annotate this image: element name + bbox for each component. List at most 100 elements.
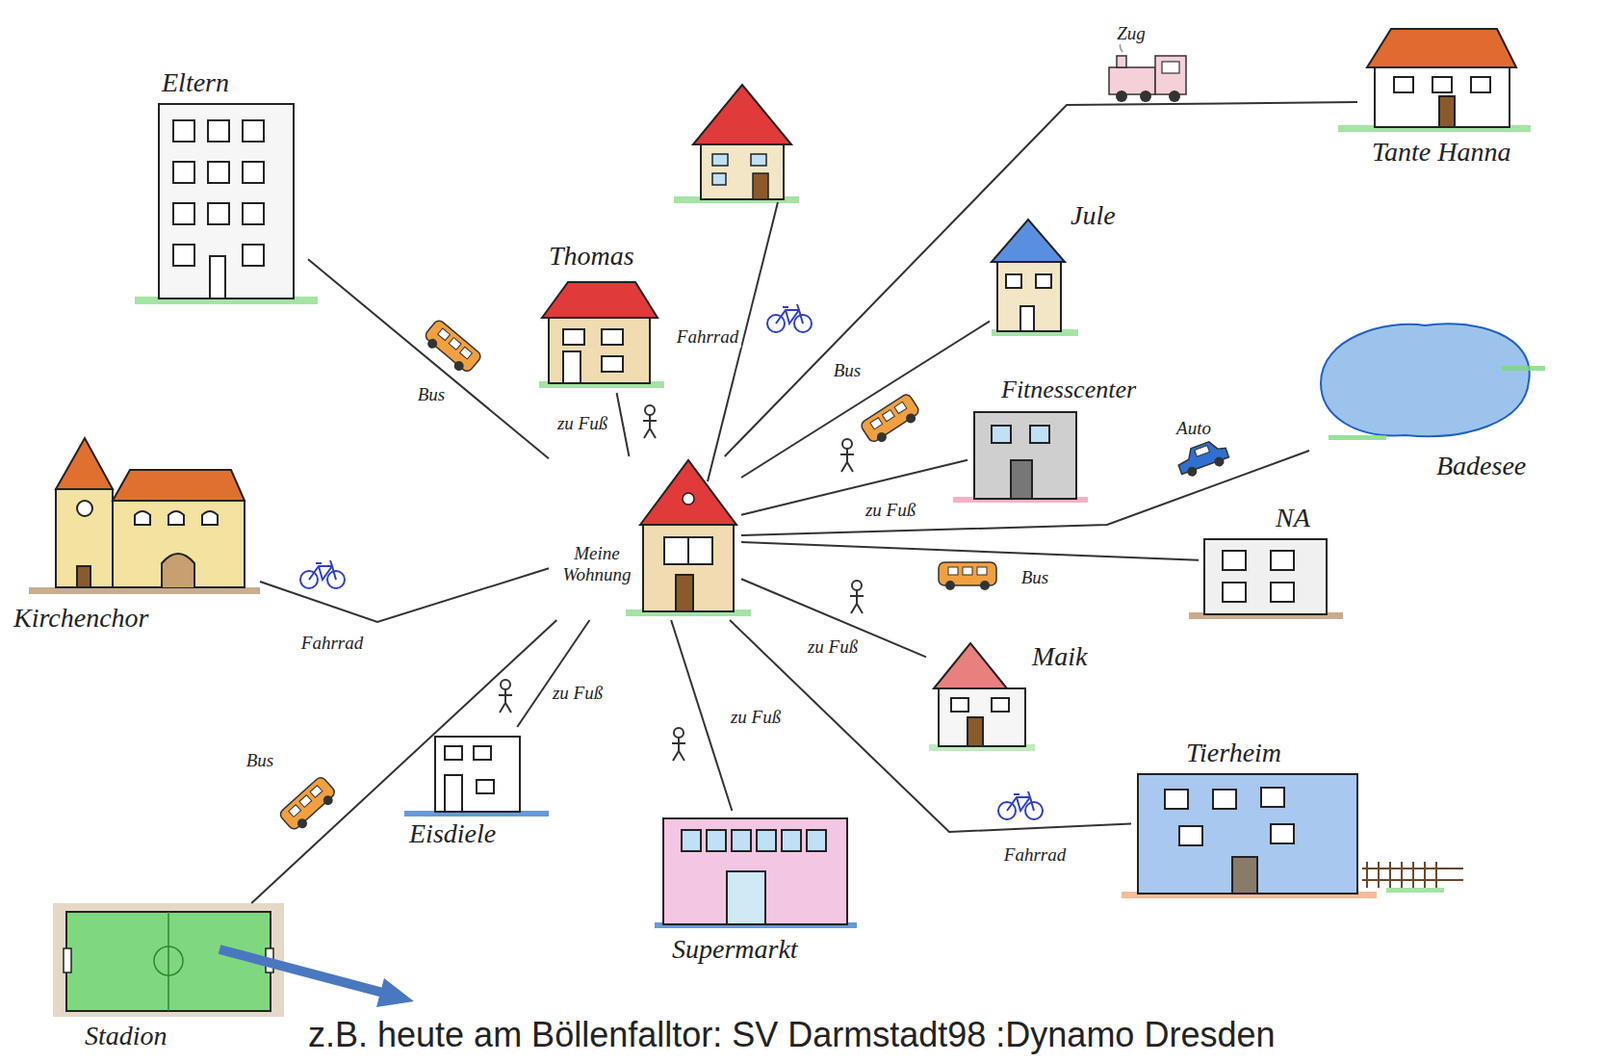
place-name: Thomas xyxy=(548,240,635,272)
house-eltern xyxy=(242,161,264,183)
house-tante-hanna xyxy=(1432,77,1452,93)
route-label: Fahrrad xyxy=(673,326,742,348)
transport-label: zu Fuß xyxy=(862,499,919,521)
place-name: Stadion xyxy=(84,1020,168,1052)
building-tierheim xyxy=(1232,856,1258,894)
church-kirchenchor xyxy=(28,587,260,594)
building-tierheim xyxy=(1362,861,1464,888)
house-jule xyxy=(997,261,1061,332)
building-tierheim xyxy=(1386,887,1445,893)
house-meine-wohnung xyxy=(643,524,734,612)
building-tierheim xyxy=(1179,825,1203,846)
church-kirchenchor xyxy=(134,511,218,525)
house-eltern xyxy=(242,203,264,225)
house-eltern xyxy=(207,120,230,142)
train-icon xyxy=(1115,90,1128,103)
route-line xyxy=(741,578,927,657)
building-supermarkt xyxy=(731,829,751,852)
house-jule xyxy=(991,219,1079,336)
house-tante-hanna xyxy=(1367,28,1517,68)
route-line xyxy=(741,450,1310,536)
train-icon xyxy=(1161,61,1180,74)
transport-label: zu Fuß xyxy=(554,412,611,435)
route-line xyxy=(308,258,549,459)
transport-label: Bus xyxy=(243,749,278,772)
house-jule xyxy=(1035,274,1052,288)
walker-icon xyxy=(643,405,657,439)
place-node: Eisdiele xyxy=(399,726,549,854)
house-thomas xyxy=(548,317,650,384)
walker-icon xyxy=(671,727,686,761)
train-icon xyxy=(1139,90,1152,103)
house-eltern xyxy=(242,120,264,142)
house-thomas xyxy=(563,351,581,384)
building-fitnesscenter xyxy=(953,412,1088,503)
house-maik xyxy=(933,643,1007,689)
house-jule xyxy=(1006,274,1022,288)
train-icon xyxy=(1155,55,1187,95)
house-meine-wohnung xyxy=(625,460,751,617)
stadium-field xyxy=(66,911,271,1011)
building-na xyxy=(1270,582,1294,602)
building-tierheim xyxy=(1164,789,1188,809)
transport-label: Fahrrad xyxy=(1001,844,1069,866)
train-icon xyxy=(1116,55,1127,68)
house-tante-hanna xyxy=(1439,96,1455,128)
route-line xyxy=(729,619,1132,832)
house-maik xyxy=(967,717,983,747)
house-unlabeled xyxy=(712,173,726,185)
building-eisdiele xyxy=(404,736,549,817)
bus-icon xyxy=(938,562,997,591)
church-kirchenchor xyxy=(161,553,195,588)
transport-label: Zug xyxy=(1113,23,1149,45)
transport-label: zu Fuß xyxy=(549,682,606,704)
place-name: Supermarkt xyxy=(671,933,799,965)
house-meine-wohnung xyxy=(682,492,695,505)
house-eltern xyxy=(242,244,264,266)
house-eltern xyxy=(207,161,230,183)
place-node: Supermarkt xyxy=(654,810,862,975)
transport-label: zu Fuß xyxy=(727,706,784,728)
route-line xyxy=(741,541,1199,561)
stadium-field xyxy=(167,911,170,1011)
house-unlabeled xyxy=(712,154,728,166)
building-fitnesscenter xyxy=(1030,425,1050,443)
house-eltern xyxy=(173,120,195,142)
house-thomas xyxy=(539,282,665,388)
building-tierheim xyxy=(1261,787,1285,807)
pointer-arrow xyxy=(219,949,384,993)
church-kirchenchor xyxy=(77,566,91,588)
place-name: Meine Wohnung xyxy=(554,542,640,586)
house-tante-hanna xyxy=(1374,67,1510,128)
place-name: Jule xyxy=(1070,200,1116,232)
house-thomas xyxy=(563,329,585,345)
house-unlabeled xyxy=(693,84,792,145)
house-unlabeled xyxy=(752,173,769,200)
route-line xyxy=(670,619,732,811)
building-supermarkt xyxy=(654,818,857,929)
bike-icon xyxy=(300,304,1043,820)
transport-label: Bus xyxy=(1018,567,1053,589)
transport-label: Auto xyxy=(1173,417,1214,439)
bus-icon xyxy=(278,774,340,835)
building-fitnesscenter xyxy=(974,412,1077,499)
building-eisdiele xyxy=(476,779,494,794)
pointer-arrow xyxy=(219,949,414,1007)
building-na xyxy=(1270,550,1294,570)
house-maik xyxy=(991,697,1009,712)
house-tante-hanna xyxy=(1338,28,1531,132)
place-node: Fitnesscenter xyxy=(967,373,1156,501)
house-meine-wohnung xyxy=(640,460,737,525)
building-eisdiele xyxy=(473,746,491,760)
stadium-field xyxy=(154,946,183,976)
house-meine-wohnung xyxy=(664,537,713,565)
house-eltern xyxy=(173,203,195,225)
train-icon xyxy=(1109,67,1156,95)
house-maik xyxy=(938,688,1026,747)
route-line xyxy=(251,619,557,904)
building-supermarkt xyxy=(726,871,766,925)
house-maik xyxy=(929,643,1035,751)
lake-badesee xyxy=(1328,435,1387,440)
